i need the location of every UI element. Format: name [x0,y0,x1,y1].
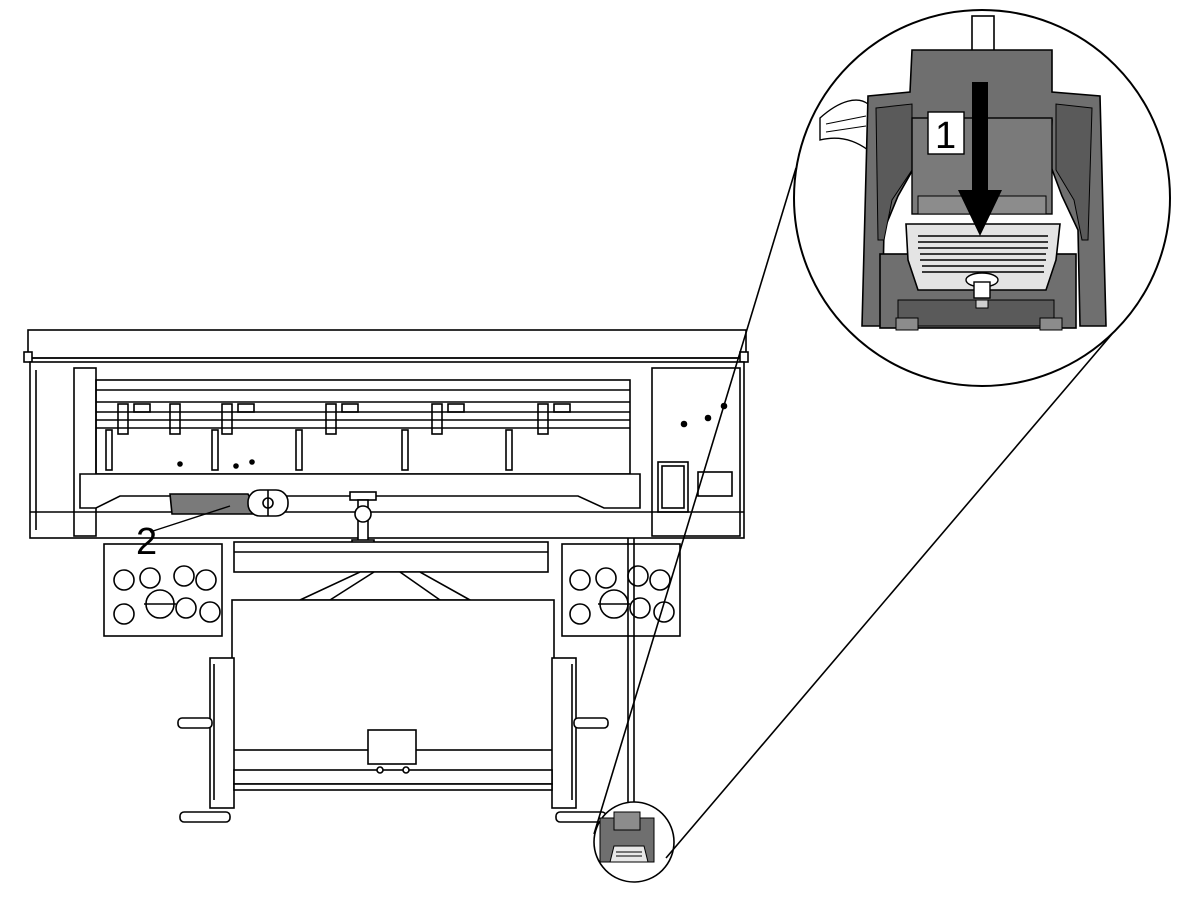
media-roll [231,599,555,751]
callout-1-label: 1 [935,115,956,157]
left-leg [177,657,235,823]
right-leg [551,657,609,823]
callout-1: 1 [927,111,965,157]
callout-2-label: 2 [136,521,157,563]
media-guides [105,429,513,471]
front-apron [79,473,641,509]
zoom-lines [593,167,1113,859]
label-plate [697,471,733,497]
bottom-crossbar [233,769,553,785]
foot-pedal-small [593,801,675,883]
right-vent-panel [561,543,681,637]
printer-body [23,329,749,823]
stand-crossbar [233,541,549,573]
stand-truss [299,571,474,601]
magnified-pedal-view [793,9,1171,387]
take-up-motor [169,489,289,517]
pinch-rollers [117,403,571,435]
arrow-down-icon [958,82,1002,236]
left-vent-panel [103,543,223,637]
callout-2: 2 [136,505,231,563]
pedal-tread [905,223,1061,291]
bracket [367,729,417,765]
top-cover [27,329,747,359]
right-side-panel [651,367,741,537]
